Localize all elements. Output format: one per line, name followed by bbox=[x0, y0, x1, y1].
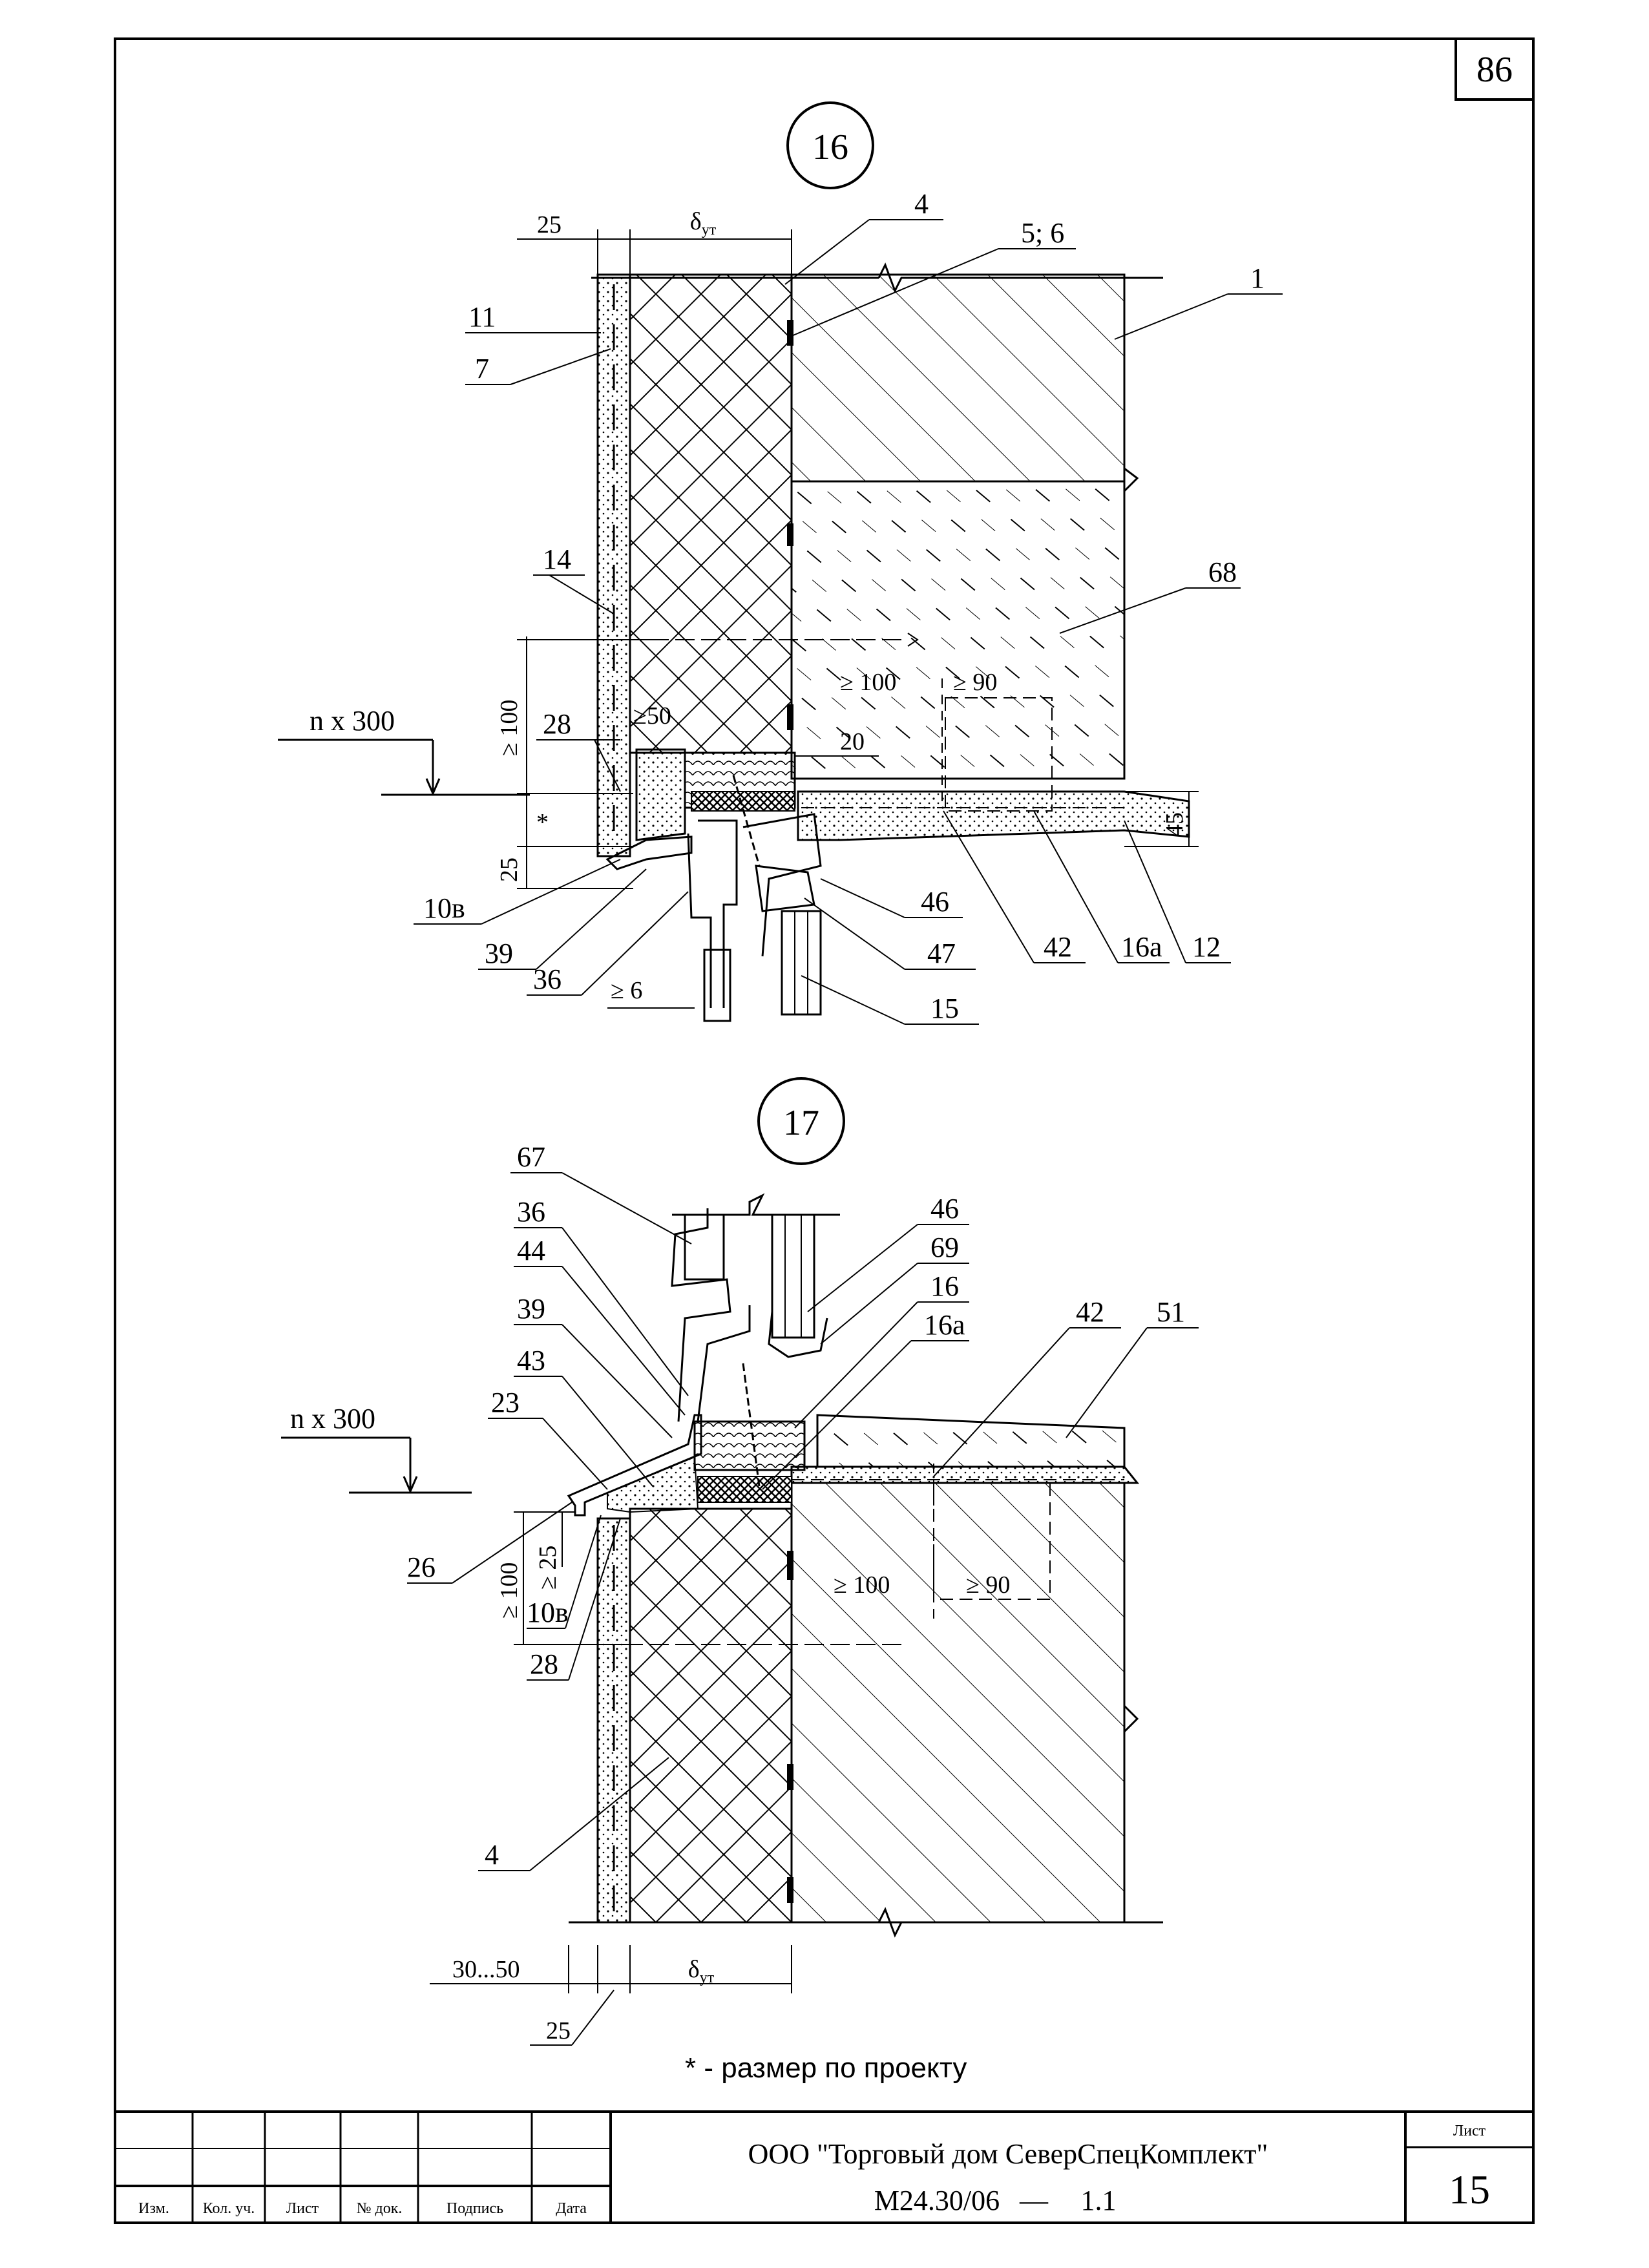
sheet-label: Лист bbox=[1453, 2123, 1486, 2139]
svg-text:42: 42 bbox=[1076, 1296, 1104, 1328]
col-izm: Изм. bbox=[138, 2200, 169, 2217]
svg-text:46: 46 bbox=[930, 1193, 959, 1224]
insulation-layer-17 bbox=[629, 1507, 793, 1924]
svg-text:5; 6: 5; 6 bbox=[1021, 217, 1064, 249]
detail-17-marker-circle bbox=[757, 1077, 845, 1165]
svg-text:1.1: 1.1 bbox=[1081, 2185, 1117, 2216]
document-code: М24.30/06 — 1.1 bbox=[874, 2185, 1117, 2216]
detail-17-marker: 17 bbox=[783, 1103, 819, 1143]
svg-text:28: 28 bbox=[530, 1648, 558, 1680]
svg-text:≥ 90: ≥ 90 bbox=[966, 1571, 1010, 1599]
sealant-tape bbox=[691, 791, 795, 812]
svg-text:≥ 100: ≥ 100 bbox=[840, 669, 896, 696]
slope-plaster bbox=[797, 790, 1190, 841]
detail-17-dimensions: n x 300 ≥ 25 ≥ 100 ≥ 100 ≥ 90 30...50 25… bbox=[281, 1403, 1010, 2046]
svg-text:45: 45 bbox=[1161, 812, 1188, 837]
svg-text:≥ 90: ≥ 90 bbox=[953, 669, 997, 696]
col-list: Лист bbox=[286, 2200, 319, 2217]
svg-text:12: 12 bbox=[1192, 931, 1221, 963]
svg-text:—: — bbox=[1019, 2185, 1049, 2216]
svg-text:36: 36 bbox=[517, 1196, 545, 1228]
svg-text:*: * bbox=[536, 809, 549, 836]
svg-text:44: 44 bbox=[517, 1235, 545, 1266]
svg-text:4: 4 bbox=[485, 1839, 499, 1871]
svg-text:25: 25 bbox=[496, 857, 523, 882]
svg-text:δут: δут bbox=[688, 1956, 715, 1986]
svg-text:10в: 10в bbox=[423, 892, 465, 924]
svg-text:20: 20 bbox=[840, 728, 865, 755]
svg-text:68: 68 bbox=[1208, 556, 1237, 588]
corner-number-box: 86 bbox=[1455, 37, 1535, 101]
col-date: Дата bbox=[556, 2200, 587, 2217]
masonry-wall-17 bbox=[790, 1482, 1126, 1924]
svg-text:δут: δут bbox=[690, 208, 717, 238]
svg-text:23: 23 bbox=[491, 1387, 520, 1418]
svg-text:69: 69 bbox=[930, 1232, 959, 1263]
footnote: * - размер по проекту bbox=[685, 2052, 967, 2084]
svg-text:67: 67 bbox=[517, 1141, 545, 1173]
svg-text:≥ 100: ≥ 100 bbox=[834, 1571, 890, 1599]
col-kol-uch: Кол. уч. bbox=[203, 2200, 255, 2217]
masonry-wall bbox=[790, 273, 1126, 483]
sheet-number: 15 bbox=[1449, 2167, 1490, 2212]
svg-text:7: 7 bbox=[475, 353, 489, 384]
svg-text:16а: 16а bbox=[1121, 931, 1162, 963]
svg-text:1: 1 bbox=[1250, 262, 1265, 294]
svg-text:39: 39 bbox=[485, 938, 513, 969]
svg-text:42: 42 bbox=[1044, 931, 1072, 963]
insulation-layer bbox=[629, 273, 793, 754]
adhesive-marks bbox=[787, 320, 793, 730]
svg-text:n x 300: n x 300 bbox=[310, 705, 395, 737]
detail-16: 16 bbox=[278, 101, 1283, 1025]
detail-16-dimensions: 25 δут ≥ 100 * 25 ≥50 ≥ 100 ≥ 90 20 45 ≥… bbox=[278, 208, 1199, 1009]
detail-16-marker-circle bbox=[786, 101, 874, 189]
svg-text:≥ 100: ≥ 100 bbox=[496, 700, 523, 756]
detail-17: 17 bbox=[281, 1077, 1199, 2046]
svg-text:46: 46 bbox=[921, 886, 949, 918]
svg-text:16: 16 bbox=[930, 1270, 959, 1302]
svg-text:≥ 100: ≥ 100 bbox=[496, 1562, 523, 1619]
col-signature: Подпись bbox=[446, 2200, 503, 2217]
corner-number: 86 bbox=[1476, 50, 1513, 90]
svg-text:39: 39 bbox=[517, 1293, 545, 1325]
windowsill-board bbox=[816, 1414, 1126, 1468]
company-name: ООО "Торговый дом СеверСпецКомплект" bbox=[748, 2138, 1268, 2170]
svg-text:≥50: ≥50 bbox=[633, 702, 671, 730]
adhesive-marks-17 bbox=[787, 1551, 793, 1903]
svg-text:47: 47 bbox=[927, 938, 956, 969]
title-block: Изм. Кол. уч. Лист № док. Подпись Дата О… bbox=[115, 2110, 1533, 2223]
detail-16-marker: 16 bbox=[812, 127, 848, 167]
svg-text:14: 14 bbox=[543, 543, 571, 575]
svg-text:28: 28 bbox=[543, 708, 571, 740]
svg-text:10в: 10в bbox=[527, 1597, 569, 1628]
detail-17-labels: 67 36 44 39 43 23 26 10в 28 bbox=[407, 1141, 1199, 1871]
svg-text:16а: 16а bbox=[924, 1309, 965, 1341]
svg-text:36: 36 bbox=[533, 963, 562, 995]
col-doc-no: № док. bbox=[357, 2200, 403, 2217]
svg-text:25: 25 bbox=[537, 211, 562, 238]
svg-text:43: 43 bbox=[517, 1345, 545, 1376]
svg-text:30...50: 30...50 bbox=[452, 1956, 520, 1983]
detail-16-labels: 4 5; 6 1 11 7 14 68 28 10в bbox=[414, 188, 1283, 1025]
svg-text:15: 15 bbox=[930, 992, 959, 1024]
svg-text:25: 25 bbox=[546, 2017, 571, 2044]
svg-text:4: 4 bbox=[914, 188, 929, 220]
svg-text:М24.30/06: М24.30/06 bbox=[874, 2185, 1000, 2216]
sheet-frame bbox=[114, 37, 1535, 2224]
svg-text:≥ 25: ≥ 25 bbox=[534, 1546, 562, 1590]
svg-text:≥ 6: ≥ 6 bbox=[611, 977, 642, 1004]
svg-text:11: 11 bbox=[468, 301, 496, 333]
svg-text:51: 51 bbox=[1157, 1296, 1185, 1328]
svg-text:n x 300: n x 300 bbox=[290, 1403, 375, 1434]
svg-text:26: 26 bbox=[407, 1551, 436, 1583]
